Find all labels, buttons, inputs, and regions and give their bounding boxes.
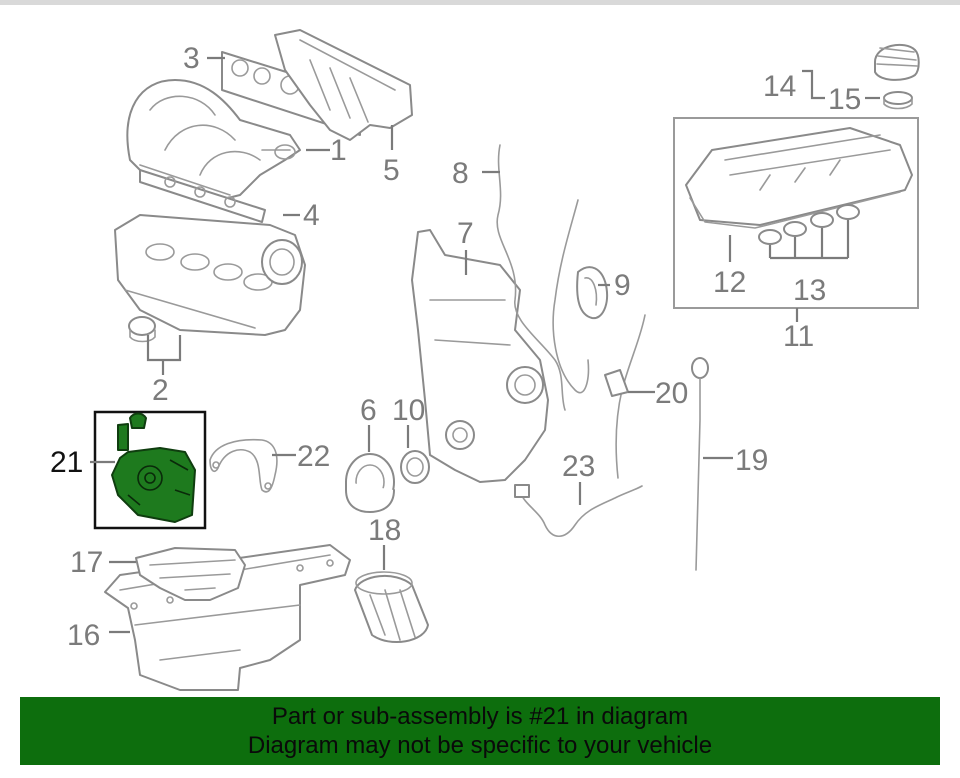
callout-14: 14 [763,70,796,103]
callout-3: 3 [183,42,200,75]
dipstick-part[interactable] [691,357,709,571]
callout-18: 18 [368,514,401,547]
valve-cover-assembly-box[interactable] [673,117,919,309]
callout-5: 5 [383,154,400,187]
callout-4: 4 [303,199,320,232]
oil-seal-part[interactable] [400,450,430,484]
top-rule [0,0,960,5]
callout-9: 9 [614,269,631,302]
callout-6: 6 [360,394,377,427]
callout-12: 12 [713,266,746,299]
notice-banner: Part or sub-assembly is #21 in diagram D… [20,697,940,765]
callout-1: 1 [330,134,347,167]
seal-part[interactable] [576,266,608,320]
dipstick-tube-part[interactable] [604,314,646,479]
callout-20: 20 [655,377,688,410]
pump-gasket-part[interactable] [209,438,278,493]
callout-16: 16 [67,619,100,652]
callout-7: 7 [457,217,474,250]
lower-intake-manifold-part[interactable] [114,214,306,336]
intake-manifold-part[interactable] [126,79,301,201]
intake-plenum-part[interactable] [274,29,413,141]
oil-filler-cap-part[interactable] [874,43,920,81]
plug-part[interactable] [128,316,156,343]
timing-cover-part[interactable] [411,229,549,483]
leader-lines [90,56,880,634]
banner-line-1: Part or sub-assembly is #21 in diagram [271,703,689,730]
oil-baffle-part[interactable] [135,547,246,601]
callout-8: 8 [452,157,469,190]
oil-filter-part[interactable] [354,571,429,643]
filler-cap-gasket-part[interactable] [883,91,913,110]
callout-23: 23 [562,450,595,483]
oil-pressure-sensor-part[interactable] [514,484,643,538]
callout-13: 13 [793,274,826,307]
callout-17: 17 [70,546,103,579]
callout-11: 11 [783,320,814,353]
callout-labels: 1 2 3 4 5 7 8 9 6 10 11 12 13 14 15 16 1… [50,42,861,652]
callout-2: 2 [152,374,169,407]
cover-gasket-part[interactable] [496,144,566,411]
banner-line-2: Diagram may not be specific to your vehi… [247,732,713,759]
callout-21: 21 [50,446,83,479]
timing-gasket-part[interactable] [552,199,590,394]
callout-22: 22 [297,440,330,473]
intake-gasket-part[interactable] [139,169,266,223]
callout-15: 15 [828,83,861,116]
oil-pump-highlighted-part[interactable] [93,410,207,530]
crank-pulley-part[interactable] [345,453,395,513]
callout-19: 19 [735,444,768,477]
spark-plug-seals-part[interactable] [758,204,860,245]
callout-10: 10 [392,394,425,427]
